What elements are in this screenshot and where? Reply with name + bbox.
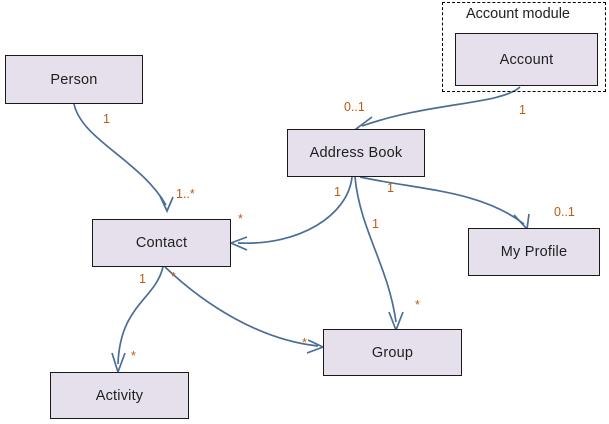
multiplicity-activity-in: * [131,349,136,363]
multiplicity-account-out: 1 [519,103,526,117]
edge-account-addressbook [354,86,521,134]
multiplicity-contact-group: * [171,270,176,284]
class-label-contact: Contact [135,235,188,251]
class-label-my-profile: My Profile [500,244,568,260]
multiplicity-profile-in: 0..1 [554,205,575,219]
edge-person-contact [73,103,174,214]
multiplicity-ab-profile-out: 1 [387,181,394,195]
class-label-account: Account [499,51,554,68]
multiplicity-group-top-in: * [415,298,420,312]
class-box-account[interactable]: Account [455,33,598,86]
class-box-activity[interactable]: Activity [50,372,189,419]
account-module-frame [442,2,606,92]
multiplicity-ab-contact-out: 1 [334,185,341,199]
class-box-group[interactable]: Group [323,329,462,376]
multiplicity-contact-in: 1..* [176,187,195,201]
class-box-contact[interactable]: Contact [92,219,231,267]
multiplicity-group-left-in: * [302,336,307,350]
class-label-person: Person [50,71,98,88]
multiplicity-addressbook-in: 0..1 [344,100,365,114]
class-box-address-book[interactable]: Address Book [287,129,425,177]
account-module-label: Account module [466,6,570,22]
edge-addressbook-contact [228,176,353,251]
edge-addressbook-group [354,176,404,333]
class-label-group: Group [371,344,414,361]
edge-contact-activity [111,266,164,375]
multiplicity-ab-group-out: 1 [372,217,379,231]
multiplicity-contact-activity: 1 [139,272,146,286]
edge-addressbook-myprofile [359,176,530,231]
class-box-my-profile[interactable]: My Profile [468,228,600,276]
multiplicity-contact-side: * [238,212,243,226]
class-label-activity: Activity [95,387,144,404]
class-box-person[interactable]: Person [5,55,143,104]
class-label-address-book: Address Book [309,145,403,161]
edge-contact-group [164,266,326,354]
multiplicity-person-out: 1 [103,112,110,126]
